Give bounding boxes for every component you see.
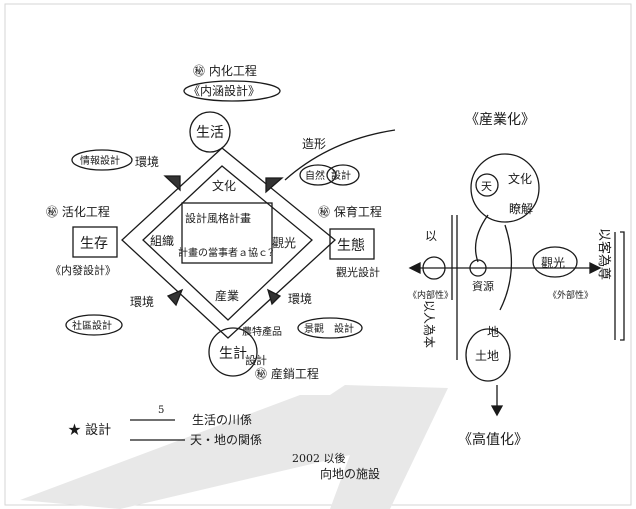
left-design: 《内發設計》 (50, 263, 116, 277)
top-design-oval (183, 80, 281, 102)
left-box (72, 226, 118, 258)
down-arrow-head (490, 405, 504, 417)
env-right: 環境 (288, 291, 312, 306)
rp-right-circle: 觀光 (541, 256, 565, 270)
bottom-bullet: ㊙ 産銷工程 (255, 366, 319, 381)
heaven-circle (470, 153, 540, 223)
right-bullet: ㊙ 保育工程 (318, 204, 382, 219)
corner-bl (166, 288, 184, 307)
bottom-left-oval-label: 社區設計 (72, 319, 112, 332)
rp-center: 資源 (472, 279, 494, 293)
right-top-oval2 (326, 164, 360, 186)
culture-label: 文化 (212, 178, 236, 193)
future-label: 向地の施設 (320, 466, 380, 481)
rp-sky: 天 (481, 180, 492, 193)
corner-tr (265, 177, 284, 194)
rp-vertical-mid: 以人為本 (422, 300, 436, 348)
right-node (532, 246, 578, 278)
rp-land: 土地 (475, 349, 499, 363)
legend-lines (130, 419, 185, 441)
bottom-left-oval (65, 314, 123, 336)
right-top-oval1 (299, 164, 337, 186)
left-bullet: ㊙ 活化工程 (46, 204, 110, 219)
top-circle-label: 生活 (196, 125, 224, 141)
diamond-diagram (65, 80, 396, 377)
outer-diamond (121, 147, 336, 339)
top-bullet: ㊙ 内化工程 (193, 63, 257, 78)
top-design: 《内涵設計》 (188, 83, 260, 98)
left-oval (71, 149, 133, 171)
rp-right-vertical: 以客為尊 (596, 228, 612, 280)
small-sky-circle (475, 173, 499, 197)
rp-earth: 地 (487, 325, 499, 339)
bottom-design: 設計 (245, 353, 267, 367)
environment-top: 環境 (135, 154, 159, 169)
right-design: 觀光設計 (336, 265, 380, 279)
left-box-label: 生存 (80, 236, 108, 252)
right-top-oval2-label: 設計 (331, 169, 351, 182)
axis-arrow-left (408, 261, 421, 275)
center-bottom-label: 産業 (215, 288, 239, 303)
center-line1: 設計風格計畫 (185, 211, 251, 225)
year-label: 2002 以後 (292, 451, 346, 465)
left-node (422, 256, 446, 280)
cycle-down (474, 214, 489, 263)
left-oval-label: 情報設計 (80, 154, 120, 167)
env-left: 環境 (130, 294, 154, 309)
legend-row2: 天・地の関係 (190, 433, 262, 447)
bottom-right-oval2-label: 設計 (334, 322, 354, 335)
rp-right-tag: 《外部性》 (548, 289, 593, 301)
center-left-label: 組織 (150, 234, 174, 248)
swoop-line (284, 129, 396, 181)
page-border (4, 3, 632, 506)
watermark-arrow (20, 385, 448, 509)
bottom-right-oval1-label: 景觀 (304, 323, 324, 335)
right-box-label: 生態 (337, 238, 365, 254)
top-circle (189, 111, 231, 153)
center-line2: 計畫の當事者ａ協ｃ? (178, 246, 273, 259)
corner-tl (163, 175, 181, 192)
right-top-oval1-label: 自然 (305, 169, 325, 182)
rp-culture: 文化 (508, 171, 532, 186)
rp-left-pole: 以 (425, 229, 437, 243)
right-diagram (408, 153, 625, 417)
legend-num: 5 (158, 405, 164, 416)
inner-diamond (142, 165, 313, 321)
rp-title-top: 《産業化》 (465, 112, 535, 128)
cycle-up (499, 224, 513, 311)
legend-star: ★ 設計 (68, 422, 111, 438)
products-label: 農特產品 (242, 325, 282, 338)
bottom-right-oval (297, 317, 363, 339)
rp-left-tag: 《内部性》 (408, 289, 453, 301)
bracket-right (620, 231, 625, 341)
center-box (181, 202, 273, 264)
right-top-text: 造形 (302, 137, 326, 151)
bottom-circle (208, 327, 258, 377)
axis-arrow-right (589, 261, 602, 275)
earth-oval (465, 328, 511, 382)
right-box (329, 228, 375, 260)
rp-title-bottom: 《高值化》 (458, 431, 528, 448)
bottom-circle-label: 生計 (219, 346, 247, 362)
corner-br (266, 288, 282, 306)
center-right-label: 觀光 (272, 236, 296, 250)
rp-understand: 瞭解 (509, 202, 533, 216)
legend-row1: 生活の川係 (192, 413, 252, 427)
